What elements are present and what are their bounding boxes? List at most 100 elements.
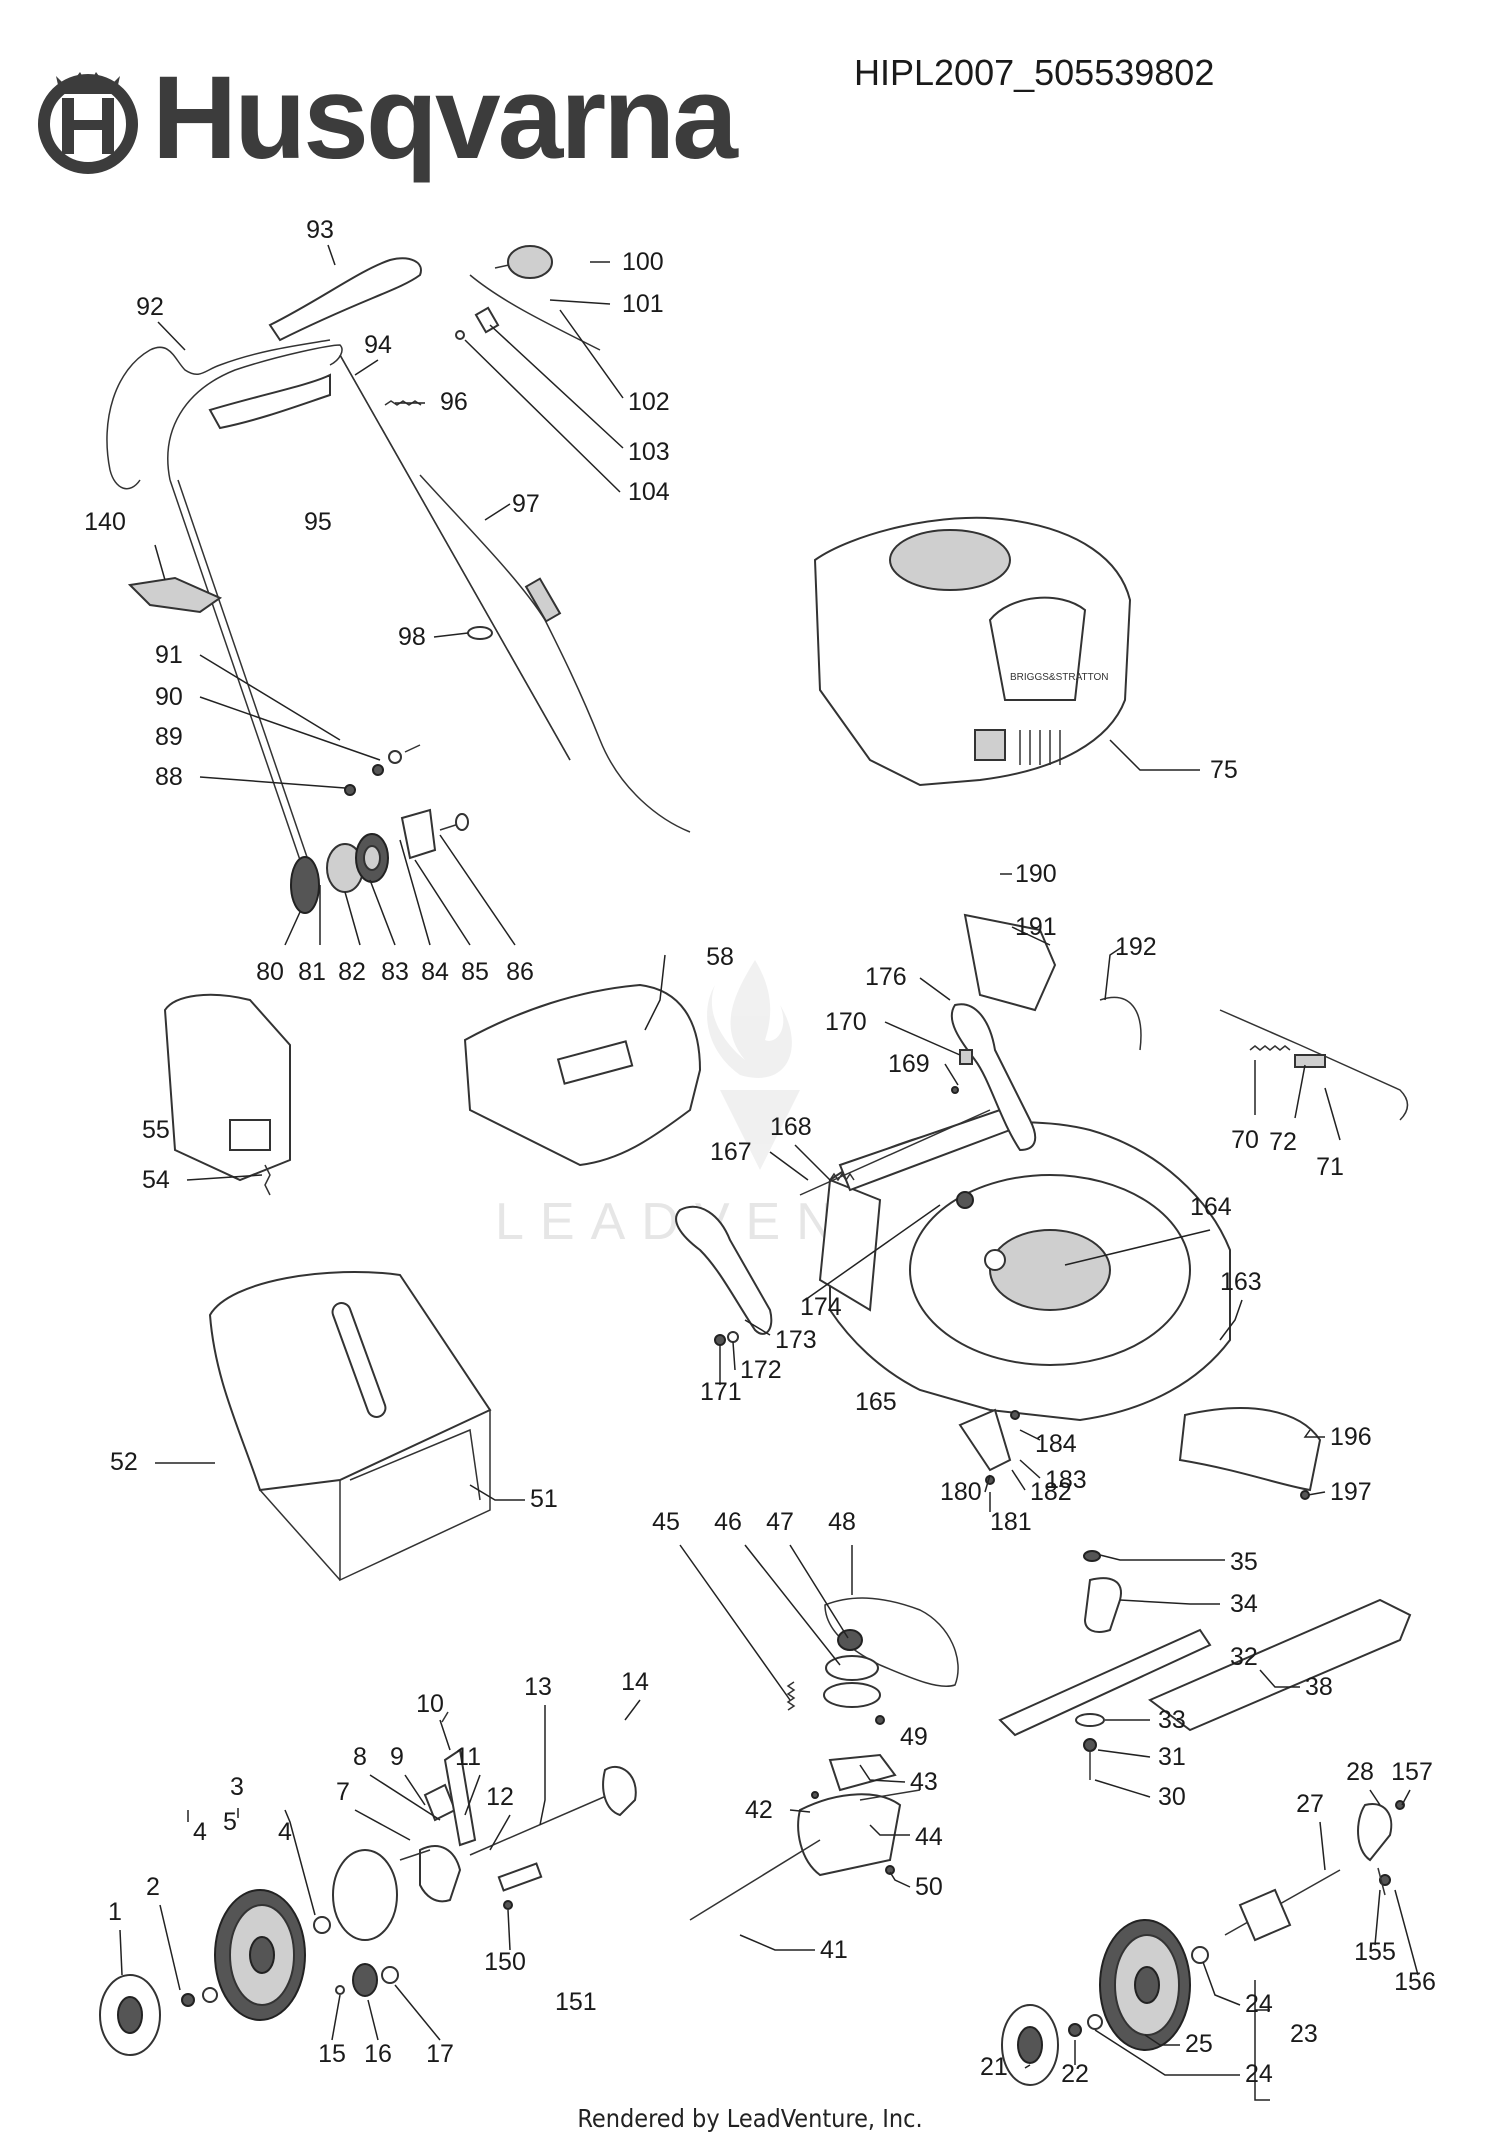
leader-line-91 <box>199 654 341 741</box>
callout-52: 52 <box>110 1448 138 1476</box>
callout-15: 15 <box>318 2040 346 2068</box>
watermark-flame-icon <box>707 960 800 1170</box>
callout-94: 94 <box>364 331 392 359</box>
leader-line-168 <box>794 1144 831 1181</box>
callout-157: 157 <box>1391 1758 1433 1786</box>
callout-23: 23 <box>1290 2020 1318 2048</box>
leader-line-150 <box>507 1909 511 1951</box>
clip-part <box>1099 996 1142 1051</box>
leader-line-9 <box>404 1774 426 1806</box>
leader-line-72 <box>1294 1064 1306 1119</box>
callout-90: 90 <box>155 683 183 711</box>
callout-93: 93 <box>306 216 334 244</box>
callout-51: 51 <box>530 1485 558 1513</box>
leader-line-28 <box>1369 1789 1381 1806</box>
leader-line-83 <box>369 879 396 946</box>
callout-47: 47 <box>766 1508 794 1536</box>
callout-165: 165 <box>855 1388 897 1416</box>
callout-183: 183 <box>1045 1466 1087 1494</box>
leader-line-27 <box>1319 1821 1326 1871</box>
brand-logo: Husqvarna <box>28 58 738 178</box>
leader-line-182 <box>1011 1469 1026 1491</box>
callout-46: 46 <box>714 1508 742 1536</box>
leader-line-183 <box>1019 1459 1041 1479</box>
leader-line-140 <box>154 544 166 581</box>
leader-line-24 <box>1202 1961 1241 2006</box>
leader-line-155 <box>1374 1889 1381 1946</box>
deck-cover <box>463 983 702 1167</box>
callout-85: 85 <box>461 958 489 986</box>
leader-line-43 <box>859 1764 906 1783</box>
callout-12: 12 <box>486 1783 514 1811</box>
callout-181: 181 <box>990 1508 1032 1536</box>
leader-line-80 <box>284 911 301 946</box>
callout-171: 171 <box>700 1378 742 1406</box>
flap-bracket <box>958 1408 1012 1472</box>
leader-line-45 <box>679 1544 791 1701</box>
side-flap <box>1178 1407 1322 1492</box>
callout-82: 82 <box>338 958 366 986</box>
leader-line-92 <box>157 321 186 351</box>
leader-line-35 <box>1099 1554 1225 1561</box>
leader-line-90 <box>199 696 381 761</box>
callout-31: 31 <box>1158 1743 1186 1771</box>
callout-173: 173 <box>775 1326 817 1354</box>
leader-line-104 <box>464 339 621 493</box>
leader-line-167 <box>769 1151 809 1181</box>
callout-103: 103 <box>628 438 670 466</box>
callout-97: 97 <box>512 490 540 518</box>
callout-58: 58 <box>706 943 734 971</box>
callout-48: 48 <box>828 1508 856 1536</box>
leader-line-1 <box>119 1929 123 1976</box>
leader-line-24 <box>1094 2029 1240 2076</box>
leader-line-103 <box>489 324 624 449</box>
callout-72: 72 <box>1269 1128 1297 1156</box>
rear-axle-right <box>1001 1800 1405 2086</box>
callout-172: 172 <box>740 1356 782 1384</box>
deck-bracket-left <box>675 1205 773 1335</box>
callout-190: 190 <box>1015 860 1057 888</box>
callout-156: 156 <box>1394 1968 1436 1996</box>
callout-95: 95 <box>304 508 332 536</box>
callout-50: 50 <box>915 1873 943 1901</box>
callout-81: 81 <box>298 958 326 986</box>
leader-line-71 <box>1324 1087 1341 1141</box>
leader-line-17 <box>394 1984 441 2041</box>
callout-38: 38 <box>1305 1673 1333 1701</box>
shield-part <box>963 913 1057 1012</box>
callout-35: 35 <box>1230 1548 1258 1576</box>
leader-line-184 <box>1019 1429 1041 1441</box>
callout-34: 34 <box>1230 1590 1258 1618</box>
callout-54: 54 <box>142 1166 170 1194</box>
callout-84: 84 <box>421 958 449 986</box>
svg-text:BRIGGS&STRATTON: BRIGGS&STRATTON <box>1010 672 1109 683</box>
leader-line-13 <box>539 1705 546 1826</box>
callout-80: 80 <box>256 958 284 986</box>
callout-21: 21 <box>980 2053 1008 2081</box>
leader-line-42 <box>789 1809 811 1813</box>
mower-deck <box>818 1108 1231 1422</box>
leader-line-14 <box>624 1699 641 1721</box>
callout-96: 96 <box>440 388 468 416</box>
deck-bracket-right <box>950 1003 1037 1152</box>
callout-176: 176 <box>865 963 907 991</box>
leader-line-85 <box>414 859 471 946</box>
callout-13: 13 <box>524 1673 552 1701</box>
grass-bag <box>208 1270 492 1582</box>
leader-line-93 <box>327 244 336 266</box>
handle-assembly <box>106 245 691 914</box>
callout-163: 163 <box>1220 1268 1262 1296</box>
leader-line-47 <box>789 1544 849 1639</box>
callout-32: 32 <box>1230 1643 1258 1671</box>
callout-labels: 9392949610010110210310497951409891908988… <box>84 216 1436 2088</box>
height-rod <box>799 1109 991 1196</box>
callout-11: 11 <box>455 1743 481 1771</box>
callout-167: 167 <box>710 1138 752 1166</box>
leader-line-11 <box>464 1774 481 1816</box>
leader-line-15 <box>331 1994 341 2041</box>
callout-33: 33 <box>1158 1706 1186 1734</box>
callout-86: 86 <box>506 958 534 986</box>
leader-line-58 <box>644 954 666 1031</box>
callout-102: 102 <box>628 388 670 416</box>
leader-line-86 <box>439 834 516 946</box>
